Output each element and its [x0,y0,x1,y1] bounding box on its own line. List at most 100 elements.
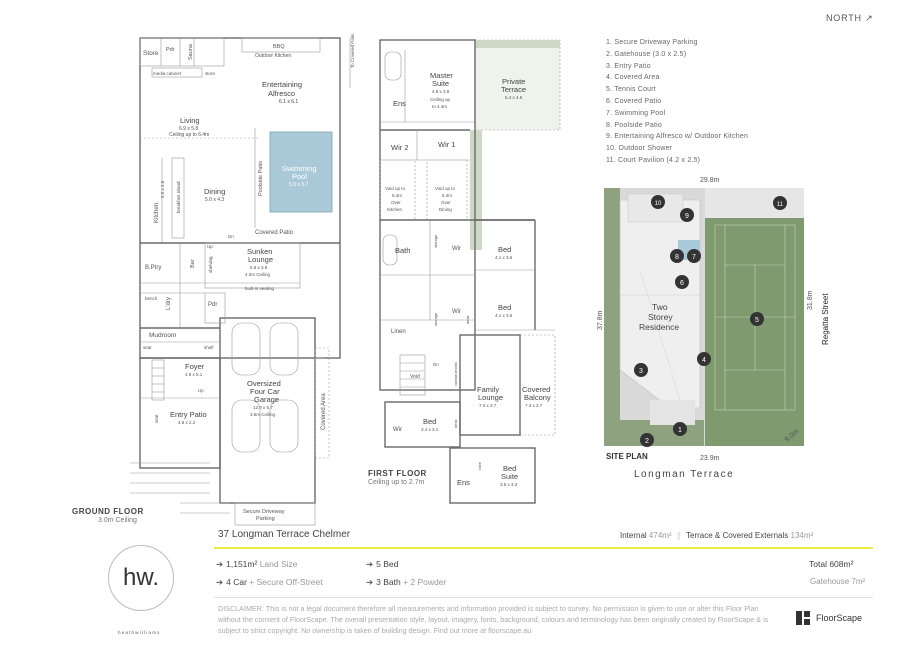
site-plan: 29.8m 37.8m 31.8m 23.9m 9.0m Two Storey … [597,177,830,462]
balcony-label-1: Covered [522,385,550,394]
divider-line [214,597,873,598]
up-label-2: Up [198,388,204,393]
svg-text:9: 9 [685,213,689,220]
robe-label: robe [477,461,482,470]
pool-label-1: Swimming [282,164,317,173]
dining-dim: 5.0 x 4.3 [205,197,224,203]
site-dim-bottom: 23.9m [700,455,720,462]
stat-car: ➔4 Car + Secure Off-Street [216,577,323,587]
site-marker-7: 7 [687,249,701,263]
void-dining-1: Void up to [435,186,456,191]
storage-label-2: storage [433,312,438,326]
legend-item: 8. Poolside Patio [606,121,662,129]
store-label: Store [143,50,159,57]
breakfast-island-label: breakfast island [176,181,181,213]
up-label-1: Up [207,244,213,249]
disclaimer: DISCLAIMER: This is not a legal document… [218,604,769,635]
media-cabinet-label: media cabinet [153,71,182,76]
north-indicator: NORTH ↗ [826,13,874,23]
secure-driveway-label-1: Secure Driveway [243,509,285,515]
outdoor-kitchen-label: Outdoor Kitchen [255,53,291,59]
dn-label: Dn [228,234,234,239]
master-label-2: Suite [432,79,449,88]
ground-floor-plan: Store Pdr Sauna BBQ Outdoor Kitchen medi… [130,33,355,526]
wir-label-1: Wir [452,246,461,252]
site-dim-right: 31.8m [807,290,814,310]
desk-label-1: desk [465,316,470,324]
pool-dim: 5.9 x 3.7 [289,182,308,188]
dining-label: Dining [204,187,225,196]
void-kitchen-2: 6.4m [392,193,402,198]
garage-label-3: Garage [254,395,279,404]
private-terrace-label-2: Terrace [501,85,526,94]
void-dining-3: Over [441,200,451,205]
legend-item: 1. Secure Driveway Parking [606,39,698,46]
bptry-label: B.Ptry [145,265,161,271]
legend-item: 2. Gatehouse (3.0 x 2.5) [606,50,687,58]
linen-label: Linen [391,329,406,335]
site-dim-top: 29.8m [700,177,720,184]
site-marker-11: 11 [773,196,787,210]
area-summary: Internal 474m² | Terrace & Covered Exter… [620,531,814,540]
pool-label-2: Pool [292,172,307,181]
living-dim: 6.9 x 5.8 [179,126,198,132]
floorscape-brand: FloorScape [795,610,862,626]
first-floor-stairs [399,354,426,396]
accent-divider [214,547,873,549]
wir1-label: Wir 1 [438,140,456,149]
gatehouse-area: Gatehouse 7m² [810,577,866,586]
void-kitchen-3: Over [391,200,401,205]
family-label-1: Family [477,385,499,394]
balcony-dim: 7.3 x 2.7 [525,403,543,408]
site-marker-6: 6 [675,275,689,289]
residence-label-1: Two [652,302,668,312]
logo-text: hw. [122,564,160,591]
terrace-value: 134m² [790,531,814,540]
void-kitchen-1: Void up to [385,186,406,191]
residence-label-2: Storey [648,312,673,322]
to-covered-patio-label: To Covered Patio [350,33,355,68]
ground-floor-title: GROUND FLOOR [72,507,144,516]
first-floor-plan: Master Suite 4.8 x 3.8 Ceiling up to 4.4… [379,39,561,504]
svg-text:10: 10 [655,201,662,207]
ens2-label: Ens [457,478,470,487]
curtain-label: curtain tracks [453,362,458,386]
kitchen-dim: 5.5 x 2.6 [160,180,165,198]
master-label-1: Master [430,71,453,80]
internal-value: 474m² [648,531,672,540]
master-ceiling: Ceiling up [430,97,451,102]
storage-label-1: storage [433,234,438,248]
garage-cars [231,322,299,453]
internal-label: Internal [620,531,647,540]
balcony-label-2: Balcony [524,393,551,402]
shelf-label: shelf [204,345,214,350]
svg-text:5: 5 [755,317,759,324]
site-marker-1: 1 [673,422,687,436]
master-dim: 4.8 x 3.8 [432,89,450,94]
sunken-label: Sunken [247,247,272,256]
floorscape-icon [796,611,810,625]
bed3-dim: 3.4 x 3.1 [421,427,439,432]
svg-text:1: 1 [678,427,682,434]
bedsuite-label-1: Bed [503,464,516,473]
living-label: Living [180,116,200,125]
wir-label-3: Wir [393,427,402,433]
dn-label: Dn [433,362,439,367]
bench-label: bench [145,296,158,301]
ens-label: Ens [393,99,406,108]
hw-logo: hw. [108,545,174,611]
void-dining-4: Dining [439,207,452,212]
wir-label-2: Wir [452,309,461,315]
stat-bath: ➔3 Bath + 2 Powder [366,577,447,587]
street-bottom-label: Longman Terrace [634,469,735,480]
private-terrace-dim: 5.4 x 4.6 [505,95,523,100]
void-label: Void [410,374,420,380]
covered-area-label: Covered Area [321,393,327,430]
sauna-label: Sauna [188,43,194,60]
residence-label-3: Residence [639,322,679,332]
builtin-seating-label: built-in seating [245,286,275,291]
garage-dim: 12.9 x 5.7 [253,405,273,410]
pdr-label: Pdr [208,302,217,308]
svg-text:3: 3 [639,368,643,375]
bed3-label: Bed [423,417,436,426]
